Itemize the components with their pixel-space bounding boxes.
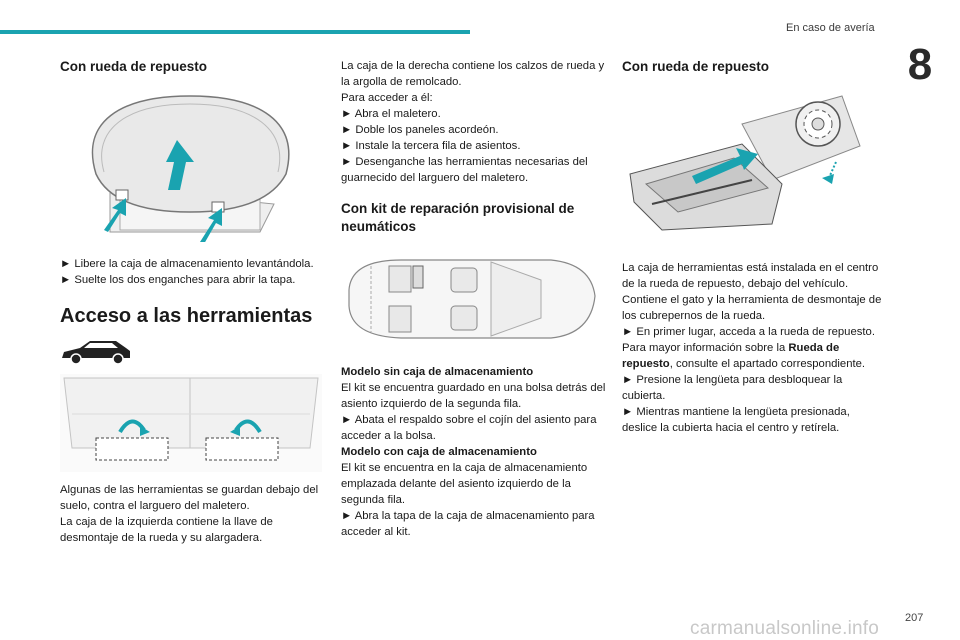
step-press-tab: ► Presione la lengüeta para desbloquear … [622, 374, 843, 402]
column-3: Con rueda de repuesto La caja de herrami… [622, 54, 887, 436]
para-tools-location: Algunas de las herramientas se guardan d… [60, 484, 319, 512]
para-kit-bag: El kit se encuentra guardado en una bols… [341, 382, 606, 410]
top-accent-bar [0, 30, 470, 34]
subheading-no-storage-box: Modelo sin caja de almacenamiento [341, 366, 534, 378]
step-install-seats: ► Instale la tercera fila de asientos. [341, 140, 521, 152]
heading-spare-wheel-2: Con rueda de repuesto [622, 59, 770, 74]
trunk-floor-illustration [60, 374, 322, 472]
para-toolbox-location: La caja de herramientas está instalada e… [622, 262, 879, 290]
para-kit-box: El kit se encuentra en la caja de almace… [341, 462, 588, 506]
car-silhouette-icon [62, 341, 130, 365]
step-slide-cover: ► Mientras mantiene la lengüeta presiona… [622, 406, 850, 434]
para-to-access: Para acceder a él: [341, 92, 433, 104]
subheading-with-storage-box: Modelo con caja de almacenamiento [341, 446, 537, 458]
step-unhook-tools: ► Desenganche las herramientas necesaria… [341, 156, 588, 184]
step-release-hooks: ► Suelte los dos enganches para abrir la… [60, 274, 296, 286]
page-number: 207 [905, 612, 924, 624]
more-info-link: Rueda de repuesto [622, 342, 840, 370]
storage-box-illustration [91, 95, 290, 242]
section-header: En caso de avería [786, 22, 875, 34]
para-toolbox-contents: Contiene el gato y la herramienta de des… [622, 294, 882, 322]
car-top-view-illustration [348, 259, 596, 339]
chapter-number: 8 [907, 40, 933, 89]
step-open-trunk: ► Abra el maletero. [341, 108, 441, 120]
step-access-spare-wheel: ► En primer lugar, acceda a la rueda de … [622, 326, 875, 338]
more-info-suffix: , consulte el apartado correspondiente. [669, 358, 866, 370]
para-more-info: Para mayor información sobre la Rueda de… [622, 340, 887, 372]
step-fold-backrest: ► Abata el respaldo sobre el cojín del a… [341, 414, 597, 442]
more-info-prefix: Para mayor información sobre la [622, 342, 789, 354]
column-1: Con rueda de repuesto ► Libere la caja d… [60, 54, 325, 546]
para-right-box: La caja de la derecha contiene los calzo… [341, 60, 605, 88]
watermark: carmanualsonline.info [690, 618, 880, 639]
step-release-box: ► Libere la caja de almacenamiento levan… [60, 258, 314, 270]
step-open-lid: ► Abra la tapa de la caja de almacenamie… [341, 510, 595, 538]
step-fold-panels: ► Doble los paneles acordeón. [341, 124, 499, 136]
spare-wheel-toolbox-illustration [629, 95, 861, 231]
heading-tools-access: Acceso a las herramientas [60, 305, 313, 327]
heading-repair-kit: Con kit de reparación provisional de neu… [341, 201, 575, 234]
para-left-box: La caja de la izquierda contiene la llav… [60, 516, 273, 544]
heading-spare-wheel: Con rueda de repuesto [60, 59, 208, 74]
column-2: La caja de la derecha contiene los calzo… [341, 54, 606, 540]
